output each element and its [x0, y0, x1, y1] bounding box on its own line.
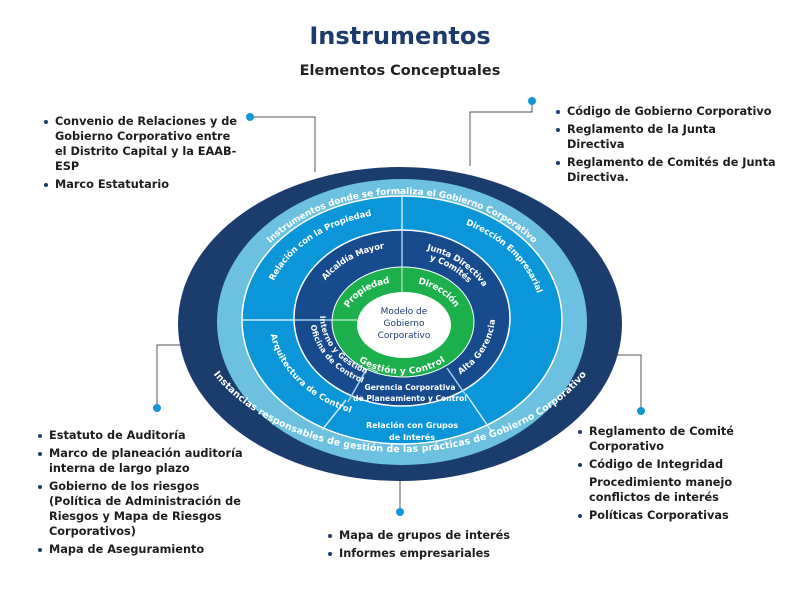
list-item: Reglamento de Comités de Junta Directiva… — [556, 155, 776, 185]
blue-dividers — [243, 196, 493, 433]
page-subtitle: Elementos Conceptuales — [299, 63, 501, 79]
list-item: Políticas Corporativas — [578, 508, 753, 523]
dot-left — [153, 404, 161, 412]
center-circle — [357, 292, 451, 358]
callout-bottom-left: Estatuto de Auditoría Marco de planeació… — [38, 428, 243, 560]
callout-top-left: Convenio de Relaciones y de Gobierno Cor… — [44, 114, 244, 195]
dot-bottom — [396, 508, 404, 516]
list-item: Estatuto de Auditoría — [38, 428, 243, 443]
dot-top-right — [528, 97, 536, 105]
grupos-interes-line-1: Relación con Grupos — [366, 420, 458, 430]
list-item: Marco de planeación auditoría interna de… — [38, 446, 243, 476]
list-item: Procedimiento manejo conflictos de inter… — [589, 476, 733, 504]
callout-bottom: Mapa de grupos de interés Informes empre… — [328, 528, 528, 564]
callout-bottom-right: Reglamento de Comité Corporativo Código … — [578, 424, 753, 526]
dark-dividers — [295, 231, 466, 403]
page-title: Instrumentos — [309, 22, 491, 50]
list-item: Reglamento de Comité Corporativo — [578, 424, 753, 454]
center-line-1: Modelo de — [381, 307, 428, 317]
center-line-3: Corporativo — [378, 331, 431, 341]
green-dividers — [333, 267, 403, 373]
list-item: Convenio de Relaciones y de Gobierno Cor… — [44, 114, 244, 174]
grupos-interes-line-2: de Interés — [389, 432, 435, 442]
center-line-2: Gobierno — [384, 319, 425, 329]
callout-top-right: Código de Gobierno Corporativo Reglament… — [556, 104, 776, 188]
gerencia-line-2: de Planeamiento y Control — [353, 394, 467, 403]
gerencia-line-1: Gerencia Corporativa — [365, 383, 456, 392]
list-item: Informes empresariales — [328, 546, 528, 561]
center-label: Modelo de Gobierno Corporativo — [378, 307, 431, 341]
list-item: Mapa de Aseguramiento — [38, 542, 243, 557]
dot-top-left — [246, 113, 254, 121]
dot-right — [637, 407, 645, 415]
list-item: Gobierno de los riesgos (Política de Adm… — [38, 479, 243, 539]
list-item: Código de Gobierno Corporativo — [556, 104, 776, 119]
list-item: Marco Estatutario — [44, 177, 244, 192]
list-item: Código de Integridad — [578, 457, 753, 472]
list-item: Reglamento de la Junta Directiva — [556, 122, 776, 152]
list-item: Mapa de grupos de interés — [328, 528, 528, 543]
callout-dots — [153, 97, 645, 516]
